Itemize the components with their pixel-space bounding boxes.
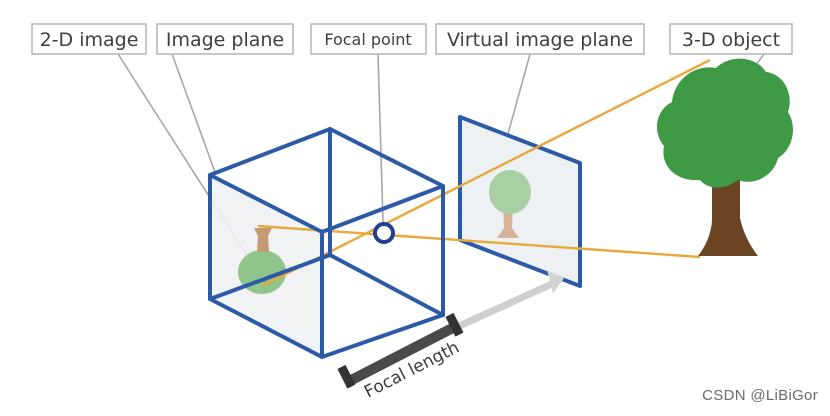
- tree-trunk: [698, 168, 758, 256]
- label-3d-object-text: 3-D object: [682, 29, 780, 51]
- leader-focal-point: [377, 53, 384, 224]
- focal-length-cap-left: [337, 364, 356, 389]
- label-virtual-image-plane: Virtual image plane: [435, 23, 645, 55]
- label-image-plane-text: Image plane: [166, 29, 284, 51]
- camera-box: [208, 127, 445, 359]
- rays: [257, 58, 711, 288]
- virtual-image-plane-border: [458, 115, 582, 288]
- virtual-tree-image: [489, 170, 531, 238]
- label-3d-object-box: [669, 23, 793, 55]
- virtual-tree-foliage: [489, 170, 531, 214]
- cube-edge-top-left: [208, 127, 332, 177]
- label-focal-point-box: [310, 23, 427, 55]
- ray-top-through-focal: [261, 58, 711, 288]
- focal-length-arrow-light: [547, 270, 564, 294]
- label-2d-image: 2-D image: [31, 23, 147, 55]
- focal-point-marker: [373, 222, 395, 244]
- label-virtual-image-plane-text: Virtual image plane: [447, 29, 633, 51]
- focal-length-cap-mid: [445, 312, 464, 337]
- label-3d-object: 3-D object: [669, 23, 793, 55]
- virtual-tree-trunk: [497, 205, 519, 238]
- tree-3d-object: [657, 58, 793, 256]
- inverted-tree-trunk: [254, 228, 272, 252]
- cube-edge-bottom-right: [320, 313, 445, 359]
- label-2d-image-text: 2-D image: [40, 29, 139, 51]
- focal-length-bar-light: [455, 280, 556, 330]
- label-focal-point-text: Focal point: [324, 30, 411, 49]
- cube-edge-top-right: [320, 184, 445, 234]
- labels: 2-D image Image plane Focal point Virtua…: [31, 23, 793, 55]
- leader-image-plane: [171, 53, 216, 173]
- label-image-plane: Image plane: [156, 23, 294, 55]
- focal-length-bar-dark: [348, 322, 458, 385]
- label-focal-point: Focal point: [310, 23, 427, 55]
- tree-foliage: [657, 58, 793, 188]
- label-image-plane-box: [156, 23, 294, 55]
- label-virtual-image-plane-box: [435, 23, 645, 55]
- label-2d-image-box: [31, 23, 147, 55]
- watermark: CSDN @LiBiGor: [702, 387, 818, 404]
- focal-length-indicator: Focal length: [337, 270, 564, 402]
- cube-edge-bottom-left: [208, 253, 332, 301]
